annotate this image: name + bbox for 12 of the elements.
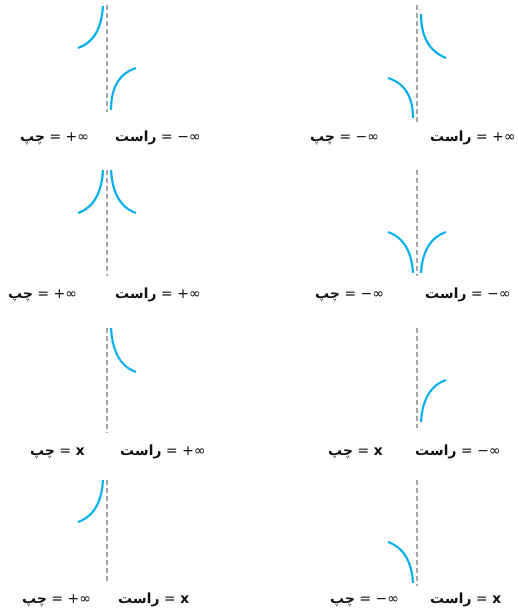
limit-label: چپ = −∞ [330, 590, 399, 608]
limit-label: چپ = +∞ [20, 128, 89, 146]
limit-label: چپ = +∞ [8, 285, 77, 303]
limit-label: چپ = +∞ [22, 590, 91, 608]
limit-label: راست = −∞ [415, 442, 500, 460]
limit-label: راست = +∞ [115, 285, 200, 303]
limit-label: راست = +∞ [120, 442, 206, 460]
limit-label: راست = +∞ [430, 128, 516, 146]
limit-label: چپ = −∞ [310, 128, 379, 146]
limit-label: راست = −∞ [425, 285, 510, 303]
limit-label: چپ = −∞ [315, 285, 384, 303]
limit-label: راست = −∞ [115, 128, 200, 146]
